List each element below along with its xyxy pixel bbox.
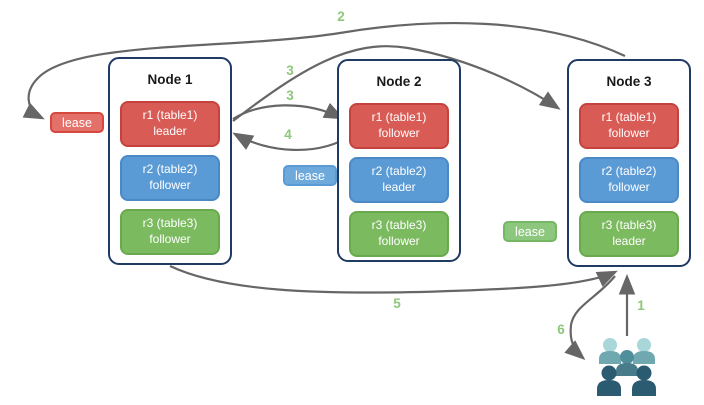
lease-badge-green: lease xyxy=(503,221,557,242)
replica-role: follower xyxy=(608,126,650,140)
replica-role: follower xyxy=(378,234,420,248)
replica-name: r1 (table1) xyxy=(371,110,427,125)
node1-replica-r1: r1 (table1) leader xyxy=(120,101,220,147)
replica-name: r3 (table3) xyxy=(142,216,198,231)
node1-replica-r2: r2 (table2) follower xyxy=(120,155,220,201)
replica-role: leader xyxy=(612,234,646,248)
replica-role: leader xyxy=(382,180,416,194)
step-label-2: 2 xyxy=(337,9,345,24)
step-label-3-upper: 3 xyxy=(286,63,294,78)
arrow-step-5 xyxy=(169,265,618,294)
arrow-step-6 xyxy=(564,275,616,361)
node-title: Node 3 xyxy=(606,74,652,89)
node3-replica-r3: r3 (table3) leader xyxy=(579,211,679,257)
step-label-5: 5 xyxy=(393,296,401,311)
arrow-step-3-to-node3 xyxy=(232,45,561,122)
replica-name: r1 (table1) xyxy=(601,110,657,125)
node3-replica-r1: r1 (table1) follower xyxy=(579,103,679,149)
step-label-1: 1 xyxy=(637,298,645,313)
node1-replica-r3: r3 (table3) follower xyxy=(120,209,220,255)
replica-name: r2 (table2) xyxy=(142,162,198,177)
lease-badge-red: lease xyxy=(50,112,104,133)
replica-role: leader xyxy=(153,124,187,138)
node2-replica-r3: r3 (table3) follower xyxy=(349,211,449,257)
node2-replica-r1: r1 (table1) follower xyxy=(349,103,449,149)
node-2: Node 2 r1 (table1) follower r2 (table2) … xyxy=(337,59,461,262)
replica-role: follower xyxy=(378,126,420,140)
lease-badge-blue: lease xyxy=(283,165,337,186)
replica-name: r3 (table3) xyxy=(601,218,657,233)
node-3: Node 3 r1 (table1) follower r2 (table2) … xyxy=(567,59,691,267)
node-title: Node 1 xyxy=(147,72,193,87)
replica-role: follower xyxy=(608,180,650,194)
node3-replica-r2: r2 (table2) follower xyxy=(579,157,679,203)
node2-replica-r2: r2 (table2) leader xyxy=(349,157,449,203)
arrow-step-3-to-node2 xyxy=(232,102,345,120)
replica-role: follower xyxy=(149,232,191,246)
replica-name: r3 (table3) xyxy=(371,218,427,233)
replica-role: follower xyxy=(149,178,191,192)
replica-name: r2 (table2) xyxy=(601,164,657,179)
step-label-6: 6 xyxy=(557,322,565,337)
replica-name: r2 (table2) xyxy=(371,164,427,179)
node-1: Node 1 r1 (table1) leader r2 (table2) fo… xyxy=(108,57,232,265)
arrow-step-2 xyxy=(22,22,626,120)
replica-name: r1 (table1) xyxy=(142,108,198,123)
step-label-3-lower: 3 xyxy=(286,88,294,103)
users-group-icon xyxy=(597,338,656,396)
step-label-4: 4 xyxy=(284,127,292,142)
node-title: Node 2 xyxy=(376,74,422,89)
